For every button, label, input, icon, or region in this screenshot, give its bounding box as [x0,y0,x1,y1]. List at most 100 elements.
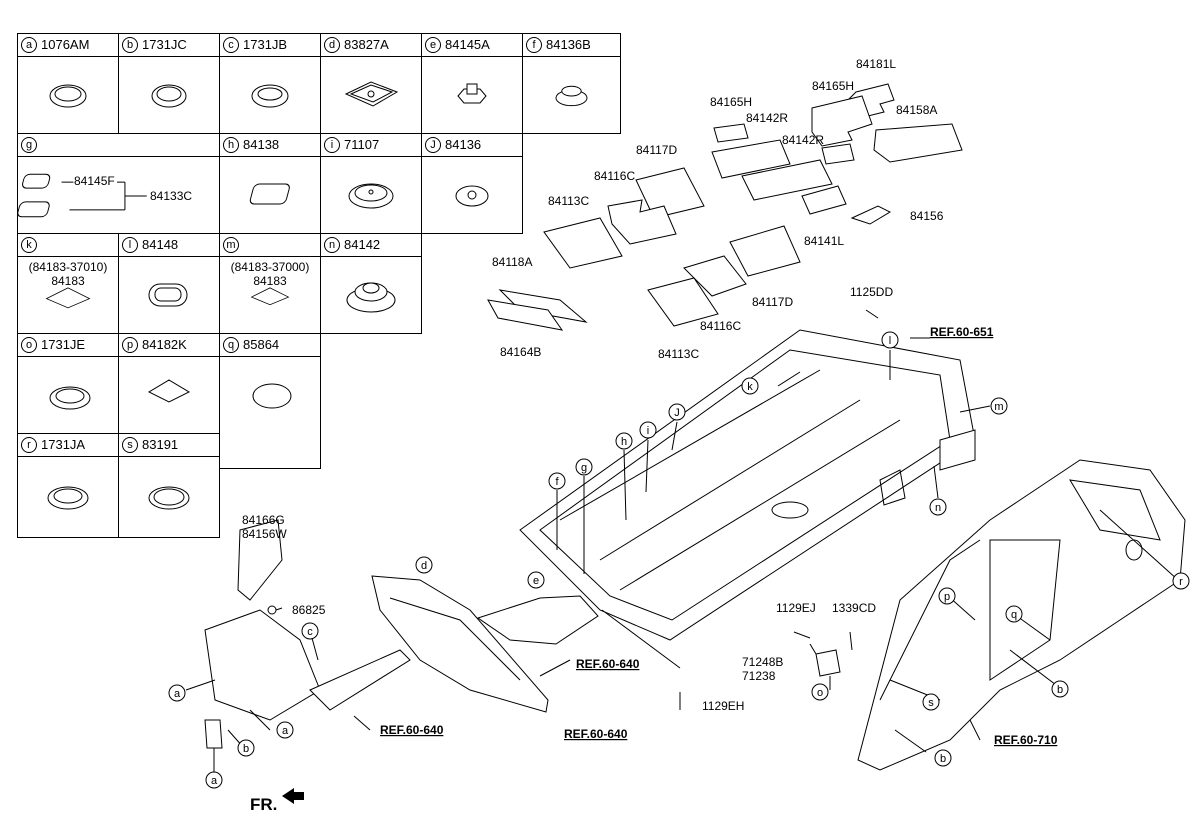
callout-b: b [237,739,255,757]
legend-cell-n: n 84142 [320,233,422,334]
label-84165H: 84165H [812,79,854,93]
front-direction-indicator: FR. [250,788,304,814]
svg-text:h: h [621,436,627,448]
svg-text:f: f [555,476,559,488]
ref-60-651[interactable]: REF.60-651 [930,325,994,339]
pad-84116C-2 [683,255,747,297]
svg-text:b: b [1057,684,1063,696]
ref-60-640[interactable]: REF.60-640 [564,727,628,741]
plug-icon [455,185,489,207]
legend-letter: e [425,37,441,53]
label-1339CD: 1339CD [832,601,876,615]
svg-text:r: r [1179,576,1183,588]
legend-part-number: 1731JA [41,437,86,452]
svg-text:a: a [211,775,218,787]
legend-part-number: 84148 [142,237,179,252]
pad-84165H [811,95,873,147]
legend-letter: i [324,137,340,153]
legend-letter: f [526,37,542,53]
legend-part-number: 84138 [243,137,280,152]
arrow-icon [282,788,304,804]
callout-q: q [1005,605,1023,623]
legend-part-number: 1731JE [41,337,86,352]
label-84113C: 84113C [548,194,589,208]
ref-60-710[interactable]: REF.60-710 [994,733,1058,747]
legend-letter: q [223,337,239,353]
disc-icon [252,383,292,409]
legend-part-number: 1731JC [142,37,187,52]
pad-84113C [543,217,623,269]
label-84113C: 84113C [658,347,699,361]
label-86825: 86825 [292,603,326,617]
plate-cover-icon [344,81,399,107]
seal-pads-icon [18,173,147,218]
svg-text:e: e [533,575,539,587]
pad-84164B [487,299,564,331]
legend-letter: J [425,137,441,153]
callout-a: a [168,684,186,702]
label-84166G: 84166G [242,513,285,527]
legend-letter: n [324,237,340,253]
mount-icon [346,282,396,313]
label-84141L: 84141L [804,234,844,248]
callout-h: h [615,432,633,450]
legend-part-number: 84182K [142,337,187,352]
plug-icon [555,85,588,107]
svg-text:J: J [674,407,680,419]
legend-part-number: 83827A [344,37,389,52]
legend-part-number: 84142 [344,237,381,252]
pad-84142R-2 [741,159,833,201]
legend-letter: s [122,437,138,453]
legend-cell-g: g 84145F 84133C [17,133,220,234]
pad-small [821,143,855,165]
callout-m: m [990,397,1008,415]
label-1125DD: 1125DD [850,285,893,299]
callout-r: r [1172,572,1190,590]
bolt-1125DD [865,309,879,319]
svg-text:b: b [940,753,946,765]
fr-label: FR. [250,795,277,814]
pad-84165H-small [713,123,749,143]
legend-part-number: 84136 [445,137,482,152]
sub-part-label: (84183-37010) [28,260,108,274]
bolt-1339CD [849,631,853,651]
label-84158A: 84158A [896,103,937,117]
pad-icon [45,287,91,309]
label-1129EJ: 1129EJ [776,601,816,615]
label-84164B: 84164B [500,345,541,359]
legend-letter: c [223,37,239,53]
label-71238: 71238 [742,669,776,683]
pad-84116C [607,199,677,245]
label-84117D: 84117D [636,143,677,157]
callout-b: b [1051,680,1069,698]
legend-part-number: 71107 [344,137,380,152]
pad-84117D-2 [729,225,801,277]
ring-icon [148,486,190,510]
legend-letter: m [223,237,239,253]
legend-cell-r: r 1731JA [17,433,119,538]
callout-i: i [639,421,657,439]
legend-letter: g [21,137,37,153]
callout-a: a [205,771,223,789]
pad-icon [147,379,191,403]
label-84118A: 84118A [492,255,532,269]
callout-g: g [575,458,593,476]
svg-text:o: o [817,687,823,699]
sub-part-label: 84133C [150,189,193,203]
oval-seal-icon [148,283,188,307]
ref-60-640[interactable]: REF.60-640 [576,657,640,671]
leader-lines [185,337,1179,778]
ref-60-640[interactable]: REF.60-640 [380,723,444,737]
pad-84117D [635,167,705,219]
label-84117D: 84117D [752,295,793,309]
callout-n: n [929,498,947,516]
legend-letter: r [21,437,37,453]
label-84156: 84156 [910,209,944,223]
callout-c: c [301,622,319,640]
pad-84118A [498,289,588,323]
